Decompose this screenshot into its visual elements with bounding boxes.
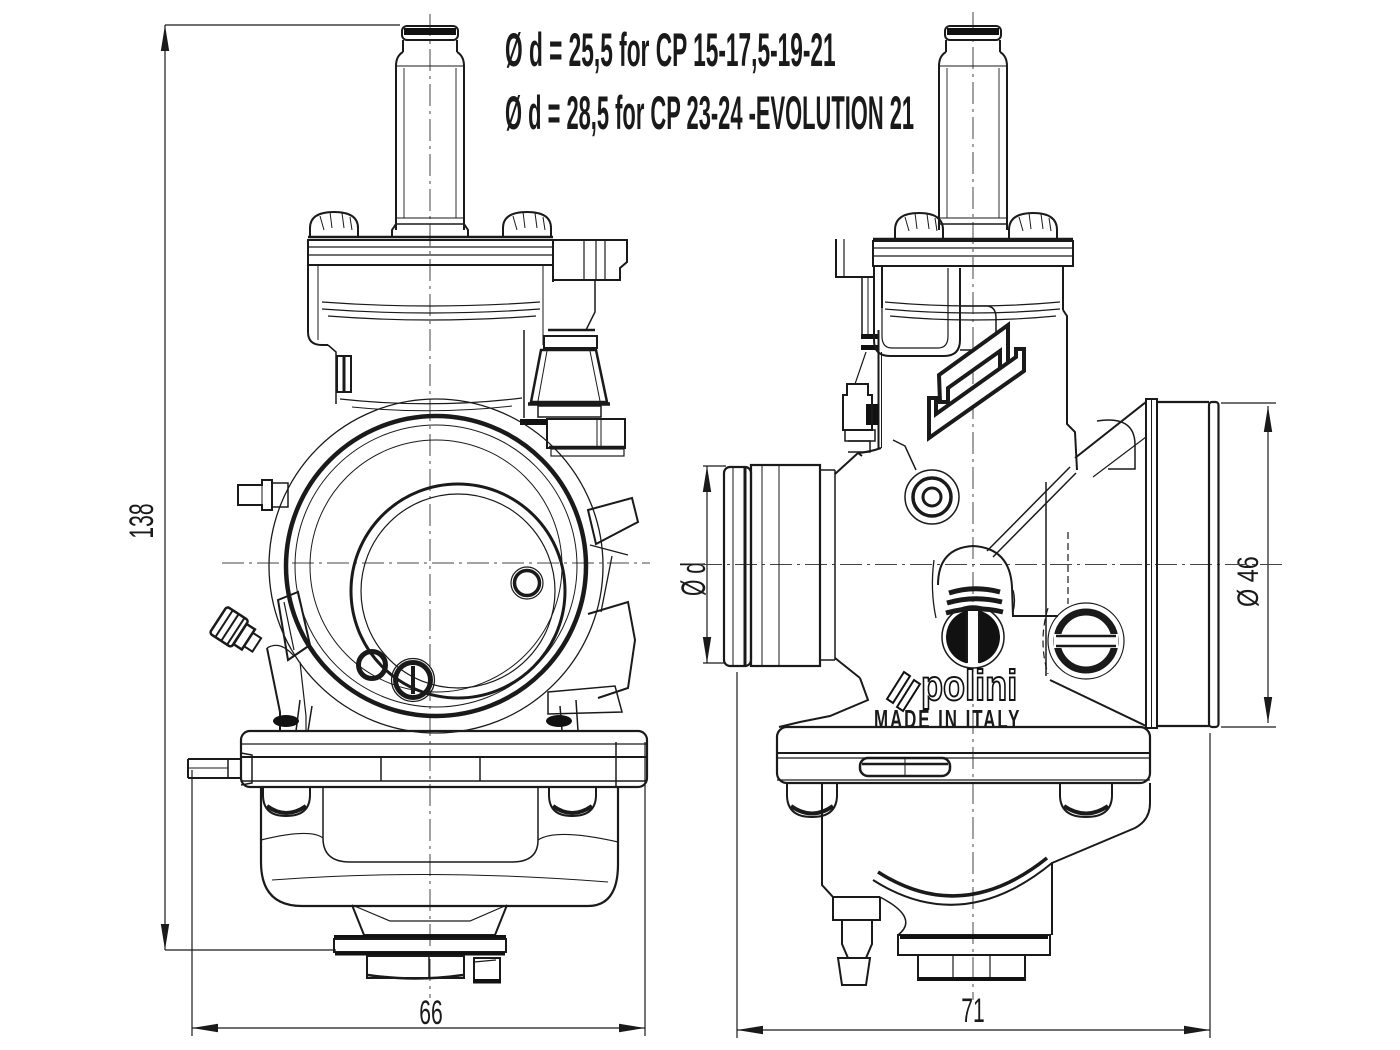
svg-text:Ø d: Ø d: [674, 562, 712, 596]
svg-text:MADE IN ITALY: MADE IN ITALY: [874, 704, 1021, 734]
svg-text:Ø 46: Ø 46: [1231, 556, 1264, 607]
svg-text:138: 138: [122, 503, 160, 538]
svg-text:Ø d = 25,5 for CP 15-17,5-19-: Ø d = 25,5 for CP 15-17,5-19-21: [505, 24, 836, 76]
svg-text:polini: polini: [921, 662, 1017, 710]
svg-text:71: 71: [961, 991, 984, 1029]
svg-text:66: 66: [419, 993, 442, 1031]
svg-text:Ø d = 28,5 for CP 23-24 -EVOL: Ø d = 28,5 for CP 23-24 -EVOLUTION 21: [505, 87, 914, 140]
